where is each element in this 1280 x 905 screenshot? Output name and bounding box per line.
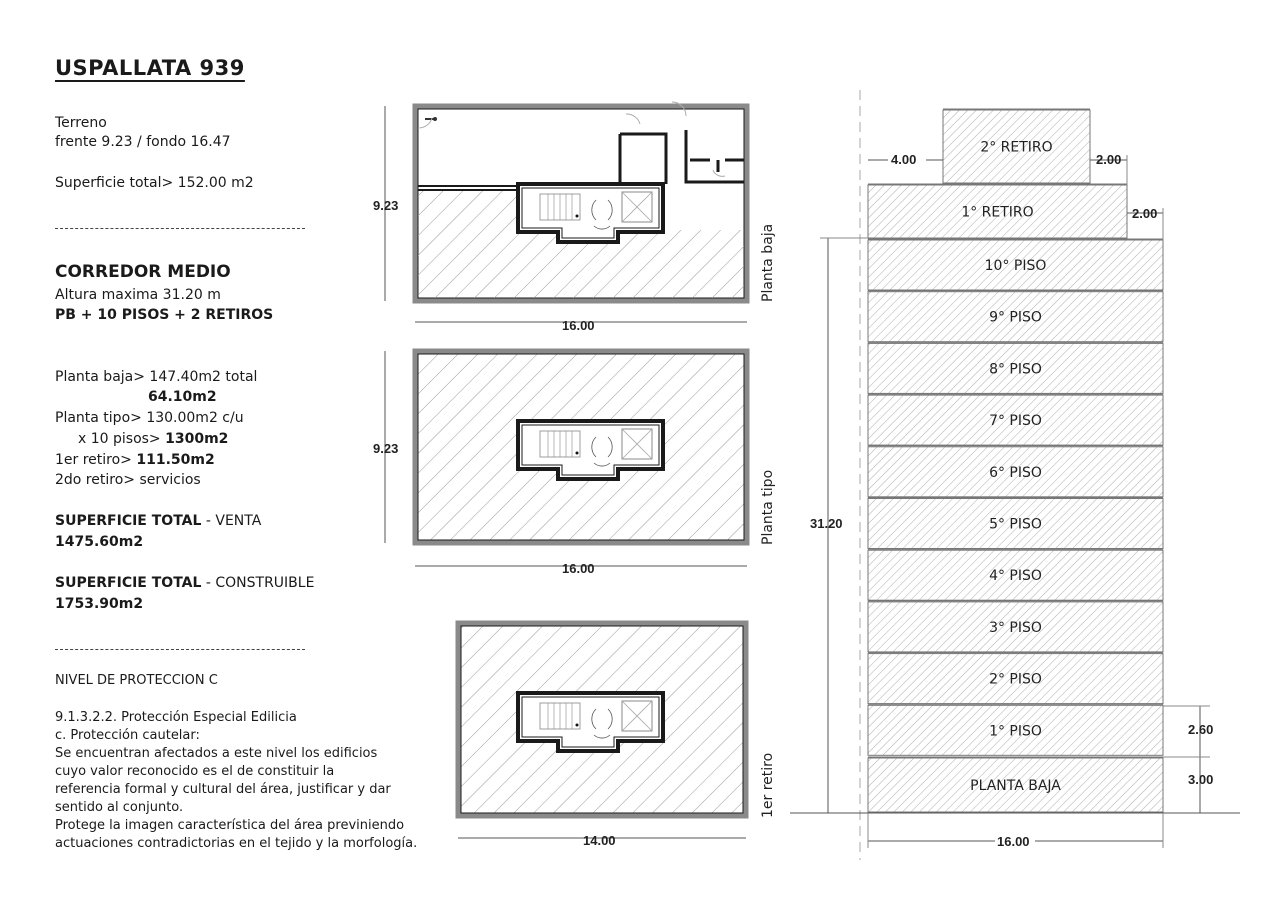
elevation-floor [867, 653, 1164, 705]
terreno-dimensions: frente 9.23 / fondo 16.47 [55, 134, 231, 150]
proteccion-line: actuaciones contradictorias en el tejido… [55, 836, 418, 851]
floor-height-dim: 2.60 [1188, 722, 1213, 737]
plan-width-dim: 14.00 [583, 833, 616, 848]
proteccion-line: cuyo valor reconocido es el de constitui… [55, 764, 335, 779]
elevation-floor [867, 757, 1164, 813]
elevation-floor-label: 6° PISO [989, 465, 1042, 481]
elevation: 2° RETIRO 1° RETIRO 10° PISO 9° PISO 8° PISO… [867, 108, 1164, 813]
retiro2-left-dim: 4.00 [891, 152, 916, 167]
elevation-floor-label: PLANTA BAJA [970, 778, 1061, 794]
plan-label: 1er retiro [760, 753, 776, 818]
area-retiro1-prefix: 1er retiro> [55, 452, 132, 468]
elevation-floor [942, 109, 1091, 184]
area-retiro1-value: 111.50m2 [136, 452, 215, 468]
proteccion-line: Protege la imagen característica del áre… [55, 818, 405, 833]
zoning-name: CORREDOR MEDIO [55, 262, 231, 282]
elevation-floor [867, 549, 1164, 601]
elevation-floor-label: 1° PISO [989, 723, 1042, 739]
retiro1-right-dim: 2.00 [1132, 206, 1157, 221]
elevation-floor [867, 291, 1164, 343]
total-venta-label: SUPERFICIE TOTAL [55, 513, 202, 529]
elevation-floor-label: 4° PISO [989, 568, 1042, 584]
plan-label: Planta baja [760, 224, 776, 302]
plan-planta-tipo [384, 348, 750, 567]
plan-width-dim: 16.00 [562, 318, 595, 333]
total-venta-suffix: - VENTA [205, 513, 262, 529]
proteccion-line: Se encuentran afectados a este nivel los… [55, 746, 378, 761]
total-construible-suffix: - CONSTRUIBLE [205, 575, 315, 591]
total-height-dim: 31.20 [810, 516, 843, 531]
terreno-superficie: Superficie total> 152.00 m2 [55, 175, 254, 191]
plan-planta-baja [384, 101, 750, 323]
terreno-label: Terreno [55, 115, 107, 131]
separator [55, 228, 305, 229]
total-construible-value: 1753.90m2 [55, 596, 144, 612]
total-construible-label: SUPERFICIE TOTAL [55, 575, 202, 591]
elevation-floor [867, 446, 1164, 498]
proteccion-line: referencia formal y cultural del área, j… [55, 782, 391, 797]
proteccion-line: sentido al conjunto. [55, 800, 184, 815]
area-planta-baja-value: 64.10m2 [148, 389, 217, 405]
plan-depth-dim: 9.23 [373, 441, 398, 456]
area-pisos-prefix: x 10 pisos> [78, 431, 161, 447]
retiro2-right-dim: 2.00 [1096, 152, 1121, 167]
pb-height-dim: 3.00 [1188, 772, 1213, 787]
elevation-floor-label: 10° PISO [985, 258, 1047, 274]
proteccion-articulo: 9.1.3.2.2. Protección Especial Edilicia [55, 710, 297, 725]
elevation-floor-label: 1° RETIRO [961, 205, 1033, 221]
elevation-floor-label: 3° PISO [989, 620, 1042, 636]
plan-1er-retiro [455, 620, 749, 839]
area-planta-baja: Planta baja> 147.40m2 total [55, 369, 258, 385]
area-retiro2: 2do retiro> servicios [55, 472, 201, 488]
project-title: USPALLATA 939 [55, 56, 245, 80]
elevation-floor-label: 8° PISO [989, 361, 1042, 377]
elevation-floor-label: 5° PISO [989, 517, 1042, 533]
proteccion-tipo: c. Protección cautelar: [55, 728, 200, 743]
plan-width-dim: 16.00 [562, 561, 595, 576]
area-pisos-value: 1300m2 [165, 431, 229, 447]
elevation-floor [867, 239, 1164, 291]
zoning-altura: Altura maxima 31.20 m [55, 287, 221, 303]
area-planta-tipo: Planta tipo> 130.00m2 c/u [55, 410, 244, 426]
plan-depth-dim: 9.23 [373, 198, 398, 213]
elevation-floor [867, 394, 1164, 446]
elevation-floor [867, 342, 1164, 394]
width-dim: 16.00 [997, 834, 1030, 849]
proteccion-nivel: NIVEL DE PROTECCION C [55, 673, 218, 688]
elevation-floor-label: 9° PISO [989, 310, 1042, 326]
plan-label: Planta tipo [760, 470, 776, 545]
elevation-floor [867, 601, 1164, 653]
elevation-floor [867, 704, 1164, 756]
elevation-floor [867, 498, 1164, 549]
elevation-floor [867, 184, 1128, 239]
total-venta-value: 1475.60m2 [55, 534, 144, 550]
elevation-floor-label: 7° PISO [989, 413, 1042, 429]
elevation-floor-label: 2° RETIRO [980, 140, 1052, 156]
zoning-pisos: PB + 10 PISOS + 2 RETIROS [55, 307, 274, 323]
separator [55, 649, 305, 650]
elevation-floor-label: 2° PISO [989, 672, 1042, 688]
